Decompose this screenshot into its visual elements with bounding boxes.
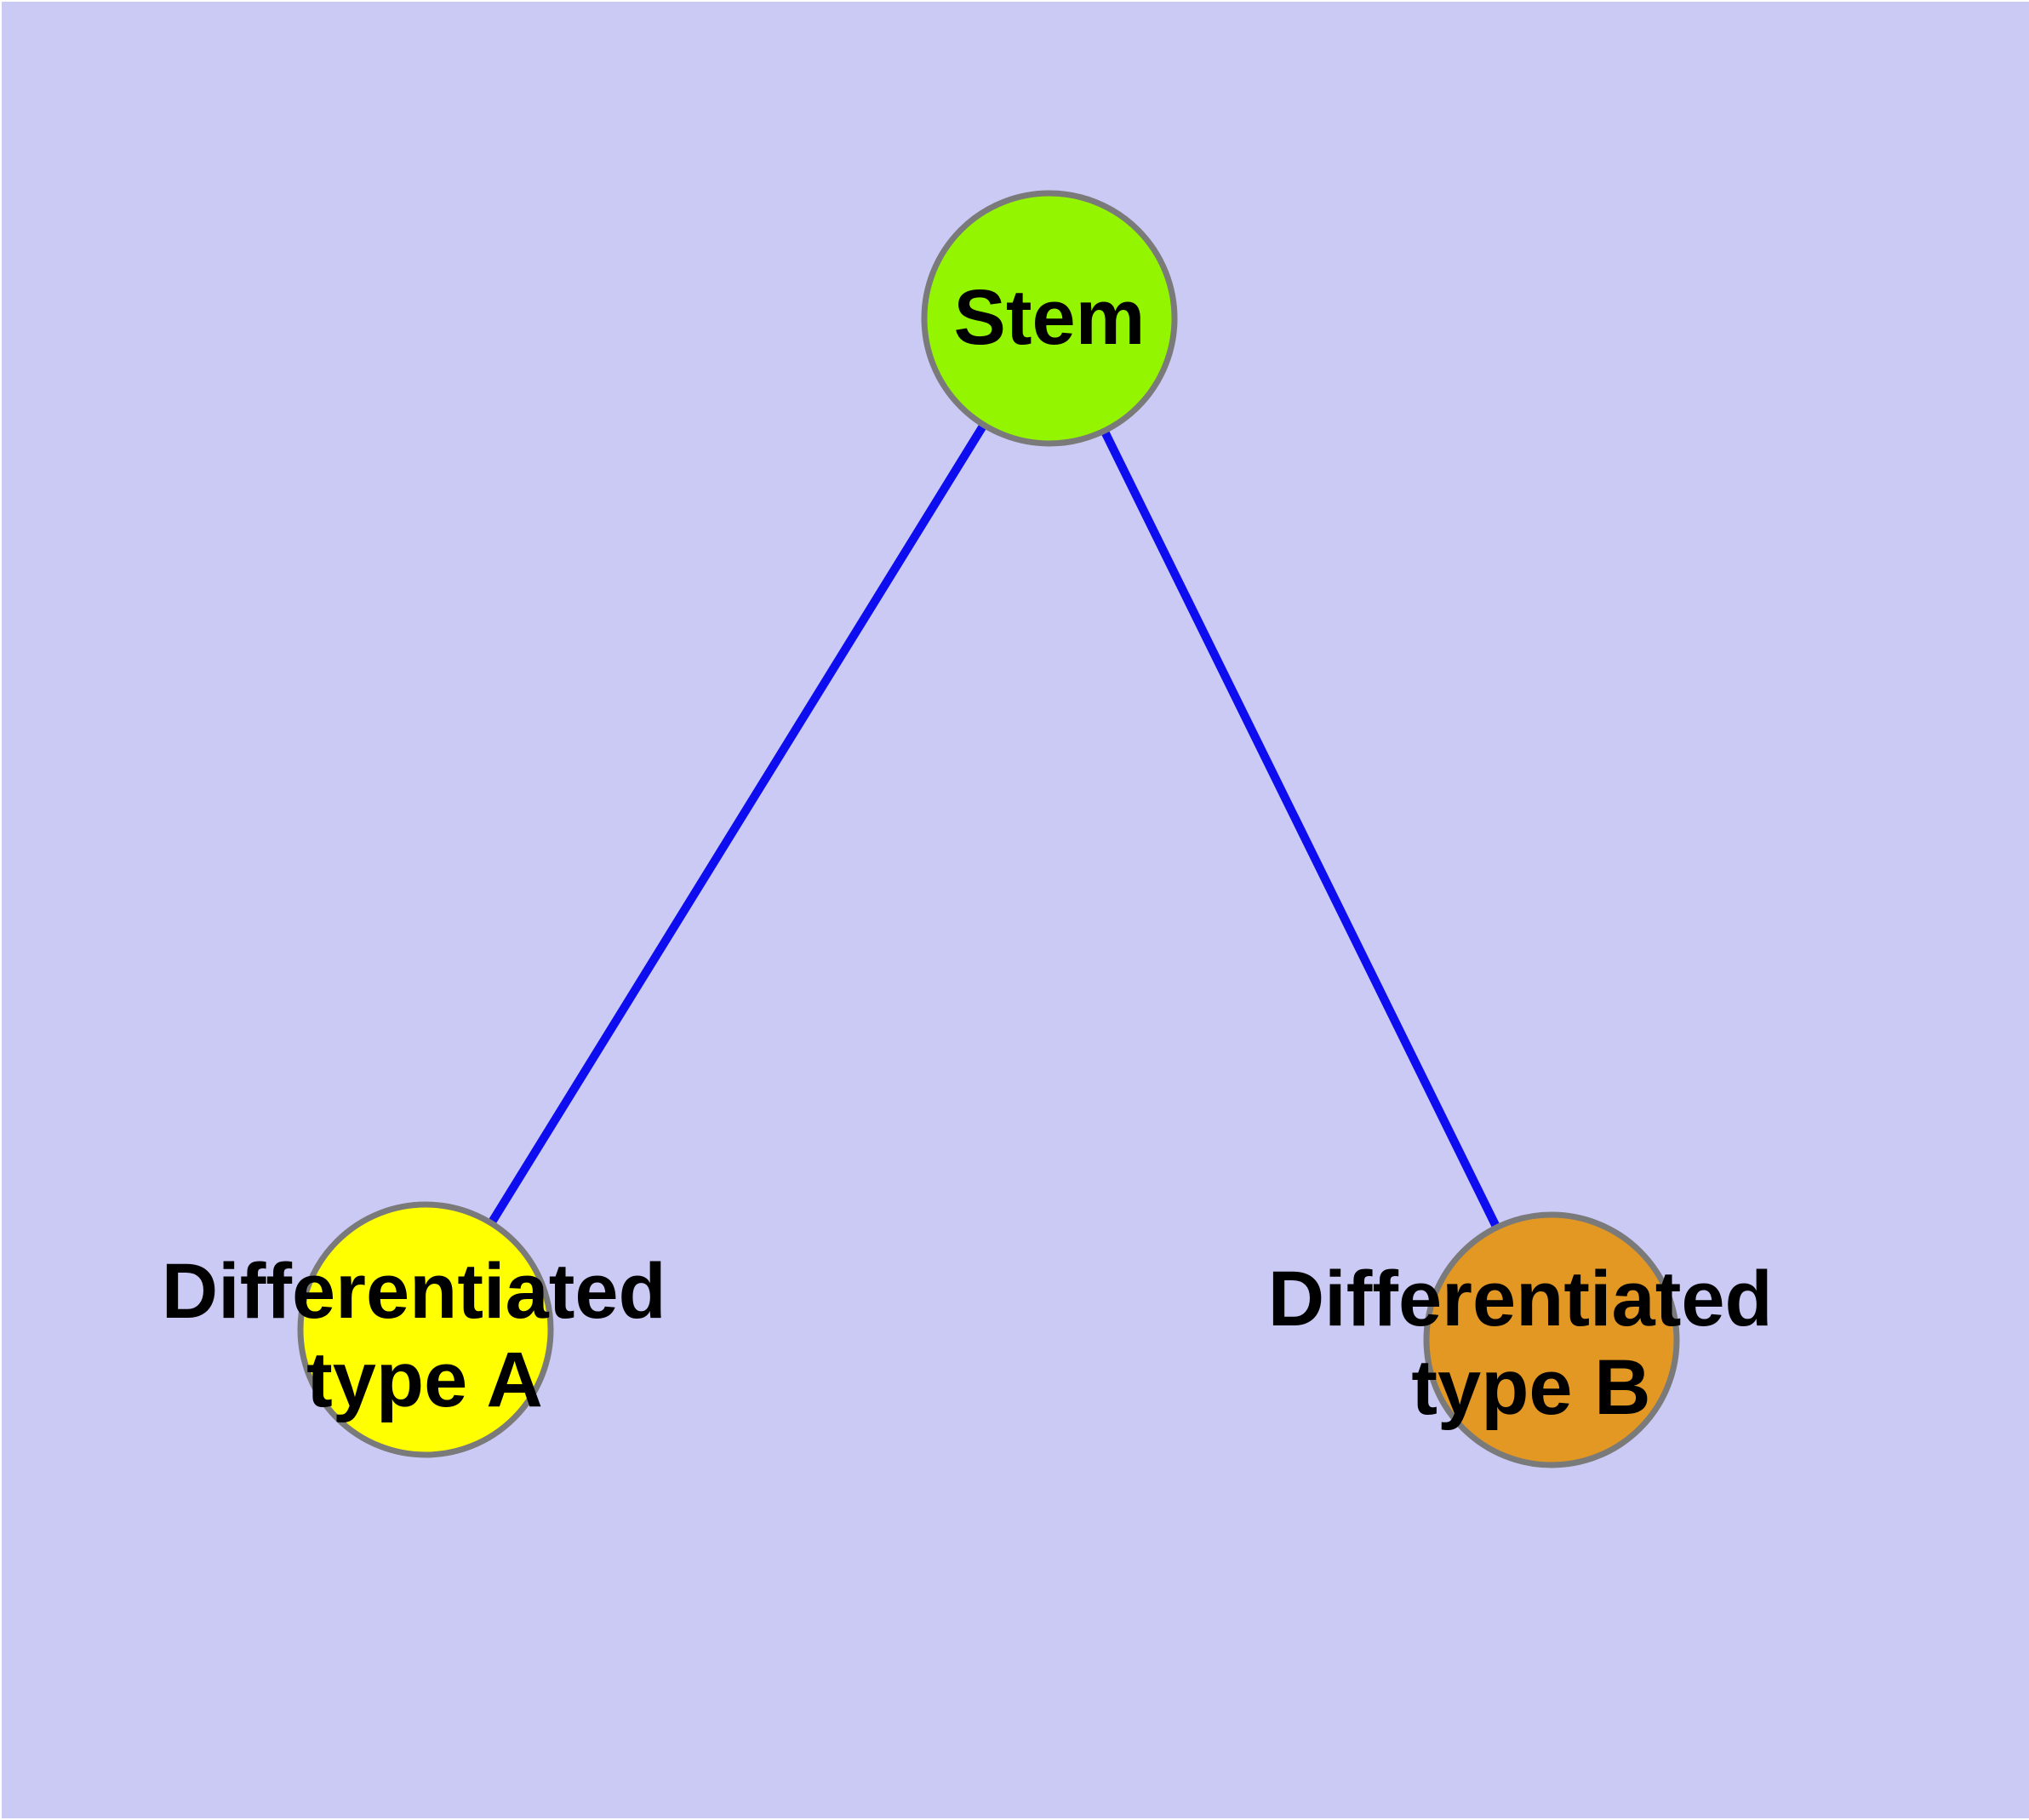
node-differentiated-type-a-label[interactable]: Differentiated type A xyxy=(162,1248,689,1423)
label-line-1: Differentiated xyxy=(1268,1256,1773,1342)
node-stem-label[interactable]: Stem xyxy=(954,274,1146,361)
edge-stem-to-type-b[interactable] xyxy=(1101,431,1500,1228)
edge-stem-to-type-a[interactable] xyxy=(489,425,986,1223)
label-line-1: Differentiated xyxy=(162,1248,666,1335)
label-line-2: type A xyxy=(306,1336,543,1423)
node-differentiated-type-a[interactable] xyxy=(297,1201,554,1458)
label-line-2: type B xyxy=(1411,1344,1650,1431)
node-differentiated-type-b[interactable] xyxy=(1423,1211,1680,1468)
node-differentiated-type-b-label[interactable]: Differentiated type B xyxy=(1268,1256,1795,1431)
node-stem[interactable] xyxy=(921,190,1178,447)
